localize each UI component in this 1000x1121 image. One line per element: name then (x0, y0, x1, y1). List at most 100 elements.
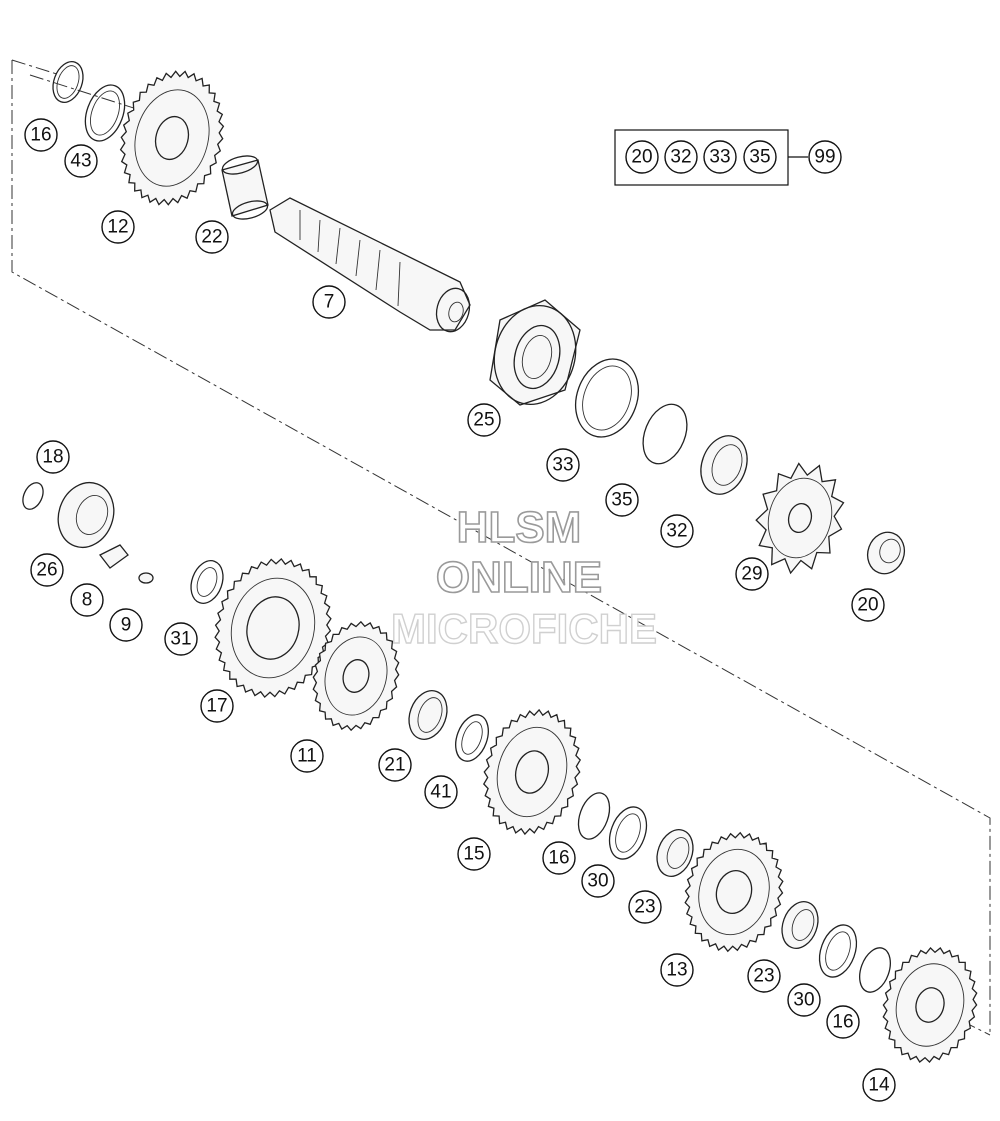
needle-bearing-23-low (781, 901, 819, 949)
watermark: HLSM ONLINE MICROFICHE (390, 502, 657, 653)
callout-label: 16 (30, 125, 51, 146)
callout-20[interactable]: 20 (851, 588, 885, 622)
callout-label: 30 (793, 990, 814, 1011)
kit-member-label: 32 (670, 147, 691, 168)
callout-label: 14 (868, 1075, 890, 1096)
callout-41[interactable]: 41 (424, 775, 458, 809)
bearing-26 (57, 481, 115, 549)
callout-29[interactable]: 29 (735, 557, 769, 591)
callout-8[interactable]: 8 (70, 583, 104, 617)
callout-15[interactable]: 15 (457, 837, 491, 871)
washer-30-mid (608, 806, 648, 860)
kit-callout-1[interactable]: 32 (664, 140, 698, 174)
washer-31 (190, 560, 224, 604)
callout-label: 29 (741, 564, 762, 585)
callout-18[interactable]: 18 (36, 440, 70, 474)
gear-13 (684, 831, 784, 953)
callout-22[interactable]: 22 (195, 220, 229, 254)
callout-11[interactable]: 11 (290, 739, 324, 773)
callout-label: 31 (170, 629, 191, 650)
upper-axis-line (29, 74, 141, 111)
o-ring-35 (642, 403, 688, 465)
kit-member-label: 33 (709, 147, 730, 168)
callout-label: 8 (82, 590, 93, 611)
gear-11 (312, 620, 400, 732)
callout-26[interactable]: 26 (30, 553, 64, 587)
watermark-line1: HLSM (457, 503, 582, 552)
screw-9 (138, 572, 154, 584)
needle-bearing-22 (221, 155, 269, 220)
kit-number-label: 99 (814, 147, 835, 168)
callout-31[interactable]: 31 (164, 622, 198, 656)
spacer-32 (700, 435, 748, 495)
washer-30-low (818, 924, 858, 978)
callout-label: 32 (666, 521, 687, 542)
callout-21[interactable]: 21 (378, 748, 412, 782)
circlip-16-low (859, 947, 891, 993)
callout-label: 9 (121, 615, 132, 636)
callout-label: 18 (42, 447, 63, 468)
callout-16[interactable]: 16 (24, 118, 58, 152)
washer-41 (455, 714, 489, 762)
callout-label: 22 (201, 227, 222, 248)
watermark-line2: ONLINE (436, 553, 602, 602)
callout-13[interactable]: 13 (660, 953, 694, 987)
callout-43[interactable]: 43 (64, 144, 98, 178)
circlip-18 (22, 482, 44, 510)
gear-14 (882, 947, 978, 1063)
callout-23[interactable]: 23 (747, 959, 781, 993)
callout-17[interactable]: 17 (200, 689, 234, 723)
callout-label: 15 (463, 844, 484, 865)
watermark-line3: MICROFICHE (391, 605, 657, 652)
needle-bearing-21 (408, 690, 448, 740)
callout-7[interactable]: 7 (312, 285, 346, 319)
callout-label: 17 (206, 696, 227, 717)
main-shaft-7 (269, 197, 471, 333)
callout-35[interactable]: 35 (605, 483, 639, 517)
callout-label: 7 (324, 292, 335, 313)
circlip-16-mid (577, 792, 611, 840)
ball-bearing-25 (489, 299, 581, 406)
callout-label: 13 (666, 960, 687, 981)
callout-16[interactable]: 16 (826, 1005, 860, 1039)
callout-12[interactable]: 12 (101, 210, 135, 244)
callout-30[interactable]: 30 (787, 983, 821, 1017)
cam-plate-8 (99, 544, 129, 569)
callout-23[interactable]: 23 (628, 890, 662, 924)
gear-15 (482, 708, 582, 836)
kit-callout-0[interactable]: 20 (625, 140, 659, 174)
callout-30[interactable]: 30 (581, 864, 615, 898)
needle-bearing-23-mid (656, 829, 694, 877)
callout-label: 16 (832, 1012, 853, 1033)
callout-label: 35 (611, 490, 632, 511)
callout-9[interactable]: 9 (109, 608, 143, 642)
kit-member-label: 20 (631, 147, 652, 168)
callout-label: 30 (587, 871, 608, 892)
kit-member-label: 35 (749, 147, 770, 168)
seal-ring-33 (575, 358, 639, 438)
callout-14[interactable]: 14 (862, 1068, 896, 1102)
callout-label: 12 (107, 217, 128, 238)
callout-32[interactable]: 32 (660, 514, 694, 548)
callout-label: 33 (552, 455, 573, 476)
callout-label: 41 (430, 782, 451, 803)
sprocket-29 (755, 462, 845, 575)
kit-callout-3[interactable]: 35 (743, 140, 777, 174)
gear-17 (214, 557, 332, 699)
callout-label: 11 (297, 746, 317, 767)
thrust-washer-43 (84, 84, 126, 142)
callout-label: 23 (634, 897, 655, 918)
callout-label: 43 (70, 151, 91, 172)
callout-label: 20 (857, 595, 878, 616)
callout-33[interactable]: 33 (546, 448, 580, 482)
kit-number-callout[interactable]: 99 (808, 140, 842, 174)
gear-12 (119, 70, 225, 206)
callout-label: 21 (384, 755, 405, 776)
callout-label: 25 (473, 410, 494, 431)
callout-label: 23 (753, 966, 774, 987)
circlip-16-top (52, 61, 84, 103)
callout-25[interactable]: 25 (467, 403, 501, 437)
callout-16[interactable]: 16 (542, 841, 576, 875)
kit-callout-2[interactable]: 33 (703, 140, 737, 174)
